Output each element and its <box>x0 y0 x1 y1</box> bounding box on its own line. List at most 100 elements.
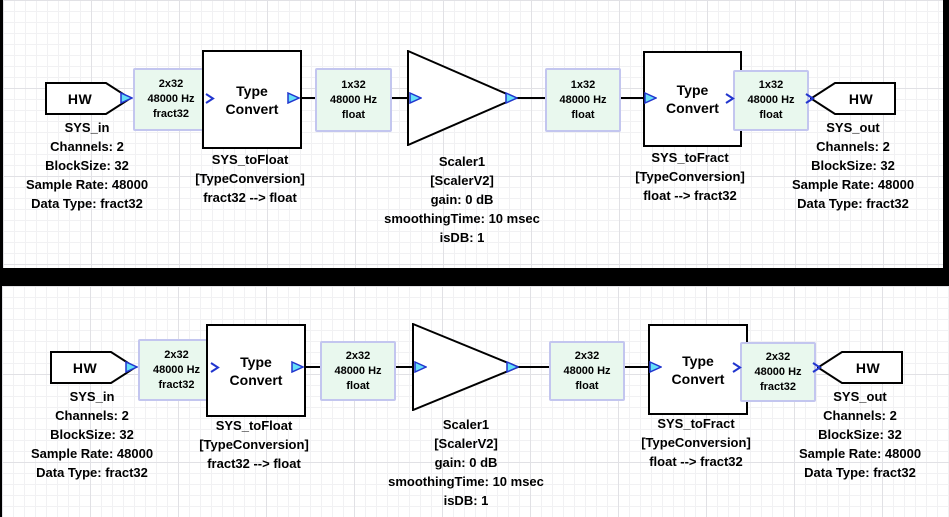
hw-output-shape <box>810 82 896 115</box>
caption-line: Sample Rate: 48000 <box>791 177 915 192</box>
output-pin-icon[interactable] <box>120 92 133 104</box>
block-caption: SYS_toFloat [TypeConversion] fract32 -->… <box>195 150 305 207</box>
block-caption: Scaler1 [ScalerV2] gain: 0 dB smoothingT… <box>388 415 544 510</box>
wire-segment[interactable] <box>518 366 551 368</box>
caption-line: SYS_toFloat <box>211 152 289 167</box>
wire-segment[interactable] <box>617 97 645 99</box>
caption-line: Scaler1 <box>438 154 486 169</box>
caption-line: Channels: 2 <box>823 408 897 423</box>
hw-input-label: HW <box>72 359 98 376</box>
output-pin-icon[interactable] <box>291 361 304 373</box>
input-pin-icon[interactable] <box>409 92 422 104</box>
caption-line: BlockSize: 32 <box>811 158 895 173</box>
wire-label-line: fract32 <box>152 108 190 120</box>
output-pin-icon[interactable] <box>505 92 518 104</box>
input-pin-icon[interactable] <box>812 362 822 373</box>
caption-line: isDB: 1 <box>439 230 485 245</box>
hw-output-label: HW <box>848 90 874 107</box>
type-convert-label: Convert <box>671 370 725 387</box>
scaler-block[interactable] <box>407 50 517 146</box>
wire-segment[interactable] <box>392 366 415 368</box>
hw-input-shape <box>50 351 136 384</box>
type-convert-label: Type <box>676 82 709 98</box>
wire-label[interactable]: 1x32 48000 Hz float <box>315 68 392 132</box>
input-pin-icon[interactable] <box>210 362 220 373</box>
hw-output-label: HW <box>855 359 881 376</box>
wire-label-line: 48000 Hz <box>754 365 802 378</box>
hw-input-block[interactable]: HW <box>45 82 131 115</box>
type-convert-block[interactable]: Type Convert <box>202 50 302 149</box>
hw-output-block[interactable]: HW <box>817 351 903 384</box>
wire-label[interactable]: 2x32 48000 Hz fract32 <box>740 342 816 402</box>
wire-label-line: float <box>759 109 783 121</box>
caption-line: SYS_out <box>826 120 880 135</box>
wire-label-line: 2x32 <box>765 350 791 363</box>
output-pin-icon[interactable] <box>287 92 300 104</box>
output-pin-icon[interactable] <box>732 362 742 373</box>
caption-line: smoothingTime: 10 msec <box>384 211 540 226</box>
caption-line: float --> fract32 <box>649 454 743 469</box>
input-pin-icon[interactable] <box>805 93 815 104</box>
wire-label-line: float <box>575 379 599 392</box>
diagram-canvas-top[interactable] <box>3 0 943 268</box>
hw-input-label: HW <box>67 90 93 107</box>
wire-label-line: fract32 <box>759 380 797 393</box>
caption-line: BlockSize: 32 <box>50 427 134 442</box>
wire-label-line: 48000 Hz <box>329 93 378 106</box>
caption-line: [ScalerV2] <box>434 436 498 451</box>
block-caption: Scaler1 [ScalerV2] gain: 0 dB smoothingT… <box>384 152 540 247</box>
wire-label[interactable]: 1x32 48000 Hz float <box>545 68 621 132</box>
caption-line: gain: 0 dB <box>434 455 498 470</box>
diagram-canvas-bottom[interactable] <box>2 286 949 517</box>
wire-label[interactable]: 1x32 48000 Hz float <box>733 70 809 131</box>
wire-segment[interactable] <box>298 97 316 99</box>
block-caption: SYS_toFract [TypeConversion] float --> f… <box>635 148 745 205</box>
wire-label-line: float <box>341 108 366 121</box>
caption-line: Data Type: fract32 <box>36 465 148 480</box>
output-pin-icon[interactable] <box>506 361 519 373</box>
hw-output-shape <box>817 351 903 384</box>
block-caption: SYS_in Channels: 2 BlockSize: 32 Sample … <box>26 118 148 213</box>
input-pin-icon[interactable] <box>205 93 215 104</box>
wire-label-line: 48000 Hz <box>334 364 382 377</box>
output-pin-icon[interactable] <box>725 93 735 104</box>
scaler-block[interactable] <box>412 323 519 411</box>
wire-segment[interactable] <box>388 97 409 99</box>
wire-segment[interactable] <box>621 366 650 368</box>
wire-label-line: 1x32 <box>341 78 366 91</box>
wire-segment[interactable] <box>516 97 546 99</box>
type-convert-block[interactable]: Type Convert <box>643 51 742 147</box>
caption-line: Channels: 2 <box>50 139 124 154</box>
caption-line: isDB: 1 <box>443 493 489 508</box>
wire-label-line: 48000 Hz <box>563 364 611 377</box>
type-convert-block[interactable]: Type Convert <box>206 324 306 417</box>
caption-line: Data Type: fract32 <box>797 196 909 211</box>
caption-line: fract32 --> float <box>207 456 301 471</box>
wire-label[interactable]: 2x32 48000 Hz float <box>320 341 396 401</box>
caption-line: SYS_in <box>64 120 110 135</box>
input-pin-icon[interactable] <box>649 361 662 373</box>
wire-label-line: float <box>571 108 595 121</box>
block-caption: SYS_out Channels: 2 BlockSize: 32 Sample… <box>799 387 921 482</box>
caption-line: Sample Rate: 48000 <box>798 446 922 461</box>
caption-line: [TypeConversion] <box>641 435 751 450</box>
wire-segment[interactable] <box>302 366 322 368</box>
wire-label-line: 48000 Hz <box>147 93 195 105</box>
type-convert-block[interactable]: Type Convert <box>648 324 748 415</box>
hw-output-block[interactable]: HW <box>810 82 896 115</box>
caption-line: smoothingTime: 10 msec <box>388 474 544 489</box>
input-pin-icon[interactable] <box>644 92 657 104</box>
caption-line: Data Type: fract32 <box>31 196 143 211</box>
hw-input-block[interactable]: HW <box>50 351 136 384</box>
type-convert-label: Convert <box>229 371 283 388</box>
output-pin-icon[interactable] <box>125 361 138 373</box>
wire-label-line: 2x32 <box>164 348 189 361</box>
input-pin-icon[interactable] <box>414 361 427 373</box>
type-convert-label: Type <box>236 82 268 99</box>
wire-label[interactable]: 2x32 48000 Hz fract32 <box>138 339 215 401</box>
caption-line: SYS_out <box>833 389 887 404</box>
caption-line: Channels: 2 <box>55 408 129 423</box>
wire-label[interactable]: 2x32 48000 Hz float <box>549 341 625 401</box>
block-caption: SYS_in Channels: 2 BlockSize: 32 Sample … <box>31 387 153 482</box>
